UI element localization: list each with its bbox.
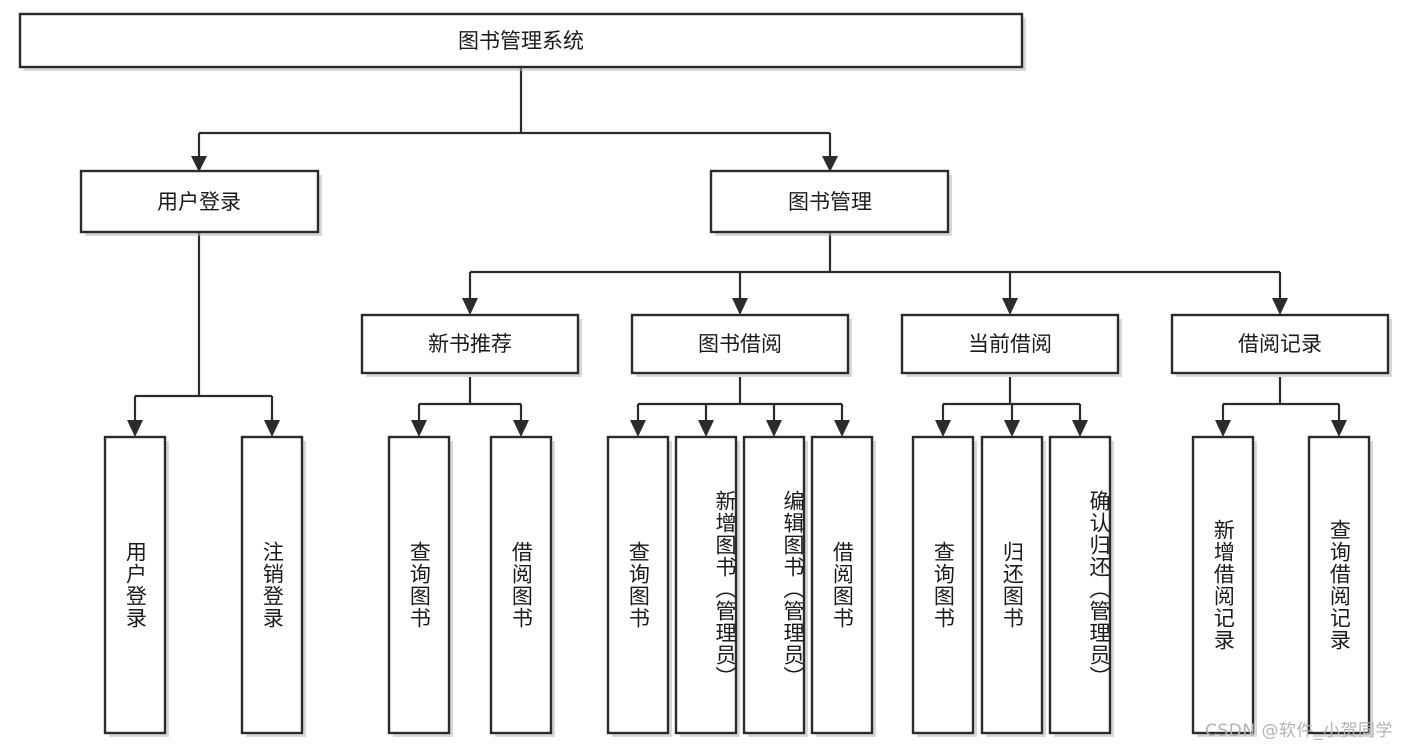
arrow-leaf-borrow-book-2 (834, 420, 850, 437)
leaf-box-logout-login[interactable] (240, 435, 304, 735)
borrow-record-label: 借阅记录 (1238, 332, 1322, 356)
leaf-box-borrow-book-1[interactable] (489, 435, 553, 735)
node-new-book-recommend[interactable]: 新书推荐 (360, 313, 582, 377)
new-book-recommend-label: 新书推荐 (428, 332, 512, 356)
leaf-box-add-record[interactable] (1191, 435, 1255, 735)
leaf-box-query-book-3[interactable] (911, 435, 975, 735)
node-book-borrow[interactable]: 图书借阅 (630, 313, 852, 377)
connector-group (127, 67, 1347, 437)
arrow-leaf-confirm-return (1072, 420, 1088, 437)
node-root[interactable]: 图书管理系统 (18, 12, 1026, 71)
arrow-leaf-query-book-3 (935, 420, 951, 437)
book-borrow-label: 图书借阅 (698, 332, 782, 356)
arrow-leaf-query-book-1 (411, 420, 427, 437)
arrow-leaf-logout-login (264, 420, 280, 437)
leaf-box-confirm-return[interactable] (1048, 435, 1112, 735)
arrow-leaf-query-book-2 (630, 420, 646, 437)
leaf-box-query-book-2[interactable] (606, 435, 670, 735)
arrow-leaf-edit-book (766, 420, 782, 437)
book-manage-box[interactable] (709, 169, 950, 234)
arrow-borrow-record (1272, 298, 1288, 315)
arrow-to-book-manage (822, 156, 838, 172)
arrow-to-user-login (191, 156, 207, 172)
leaf-box-return-book[interactable] (980, 435, 1044, 735)
node-book-manage[interactable]: 图书管理 (709, 169, 952, 236)
leaf-box-query-record[interactable] (1307, 435, 1371, 735)
leaf-box-user-login[interactable] (103, 435, 167, 735)
leaf-box-add-book[interactable] (674, 435, 738, 735)
root-box[interactable] (18, 12, 1024, 69)
node-user-login[interactable]: 用户登录 (79, 169, 322, 236)
arrow-leaf-add-book (698, 420, 714, 437)
arrow-leaf-query-record (1331, 420, 1347, 437)
new-book-recommend-box[interactable] (360, 313, 580, 375)
current-borrow-box[interactable] (900, 313, 1120, 375)
book-manage-label: 图书管理 (788, 190, 872, 214)
leaf-box-borrow-book-2[interactable] (810, 435, 874, 735)
arrow-leaf-borrow-book-1 (513, 420, 529, 437)
node-current-borrow[interactable]: 当前借阅 (900, 313, 1122, 377)
leaf-box-group (103, 435, 1373, 737)
watermark-text: CSDN @软件_小贺同学 (1205, 721, 1393, 741)
leaf-box-query-book-1[interactable] (387, 435, 451, 735)
root-label: 图书管理系统 (458, 29, 584, 53)
book-borrow-box[interactable] (630, 313, 850, 375)
arrow-leaf-user-login (127, 420, 143, 437)
arrow-current-borrow (1002, 298, 1018, 315)
leaf-box-edit-book[interactable] (742, 435, 806, 735)
arrow-new-book-recommend (462, 298, 478, 315)
user-login-box[interactable] (79, 169, 320, 234)
arrow-book-borrow (732, 298, 748, 315)
arrow-leaf-add-record (1215, 420, 1231, 437)
arrow-leaf-return-book (1004, 420, 1020, 437)
user-login-label: 用户登录 (157, 190, 241, 214)
node-borrow-record[interactable]: 借阅记录 (1170, 313, 1392, 377)
current-borrow-label: 当前借阅 (968, 332, 1052, 356)
borrow-record-box[interactable] (1170, 313, 1390, 375)
